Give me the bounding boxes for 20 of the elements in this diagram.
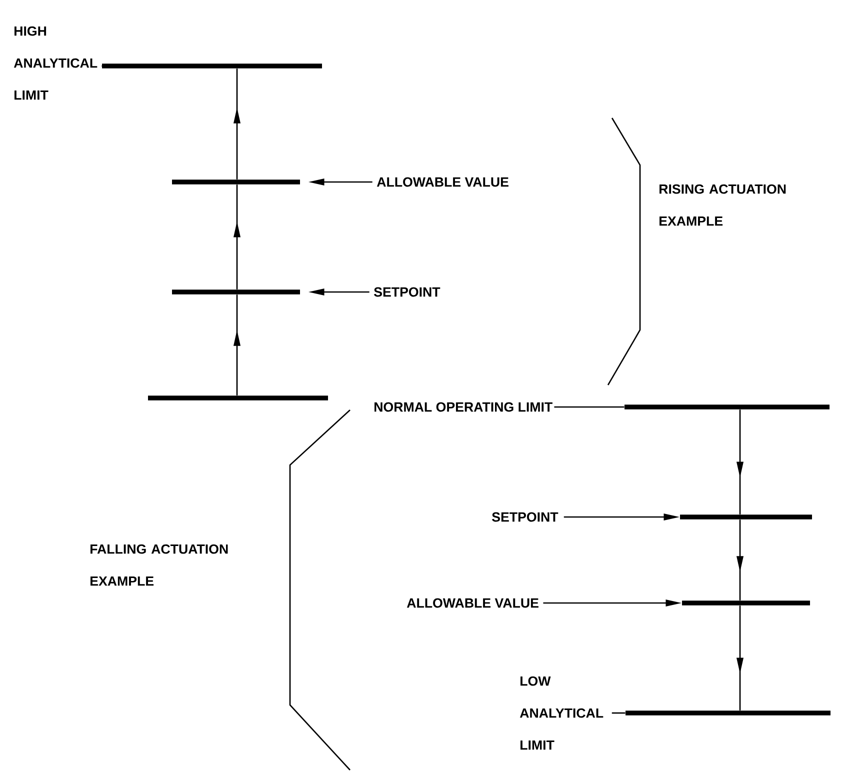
level-label: ALLOWABLE VALUE <box>406 598 538 608</box>
level-bar <box>626 710 831 716</box>
leader-line <box>102 65 106 67</box>
level-bar <box>624 404 830 410</box>
level-label: HIGH ANALYTICAL LIMIT <box>14 26 98 100</box>
level-bar <box>102 64 322 68</box>
level-label: ALLOWABLE VALUE <box>376 177 508 187</box>
level-label: SETPOINT <box>374 287 440 297</box>
level-bar <box>680 514 812 520</box>
level-label: SETPOINT <box>492 512 558 522</box>
level-label: NORMAL OPERATING LIMIT <box>374 402 552 412</box>
level-bar <box>148 396 328 400</box>
bracket-label: RISING ACTUATION EXAMPLE <box>660 184 786 226</box>
level-bar <box>682 600 810 606</box>
leader-line <box>554 406 624 408</box>
level-bar <box>172 290 300 294</box>
level-bar <box>172 180 300 184</box>
level-label: LOW ANALYTICAL LIMIT <box>520 676 604 750</box>
leader-line <box>612 712 626 714</box>
bracket-label: FALLING ACTUATION EXAMPLE <box>90 544 228 586</box>
